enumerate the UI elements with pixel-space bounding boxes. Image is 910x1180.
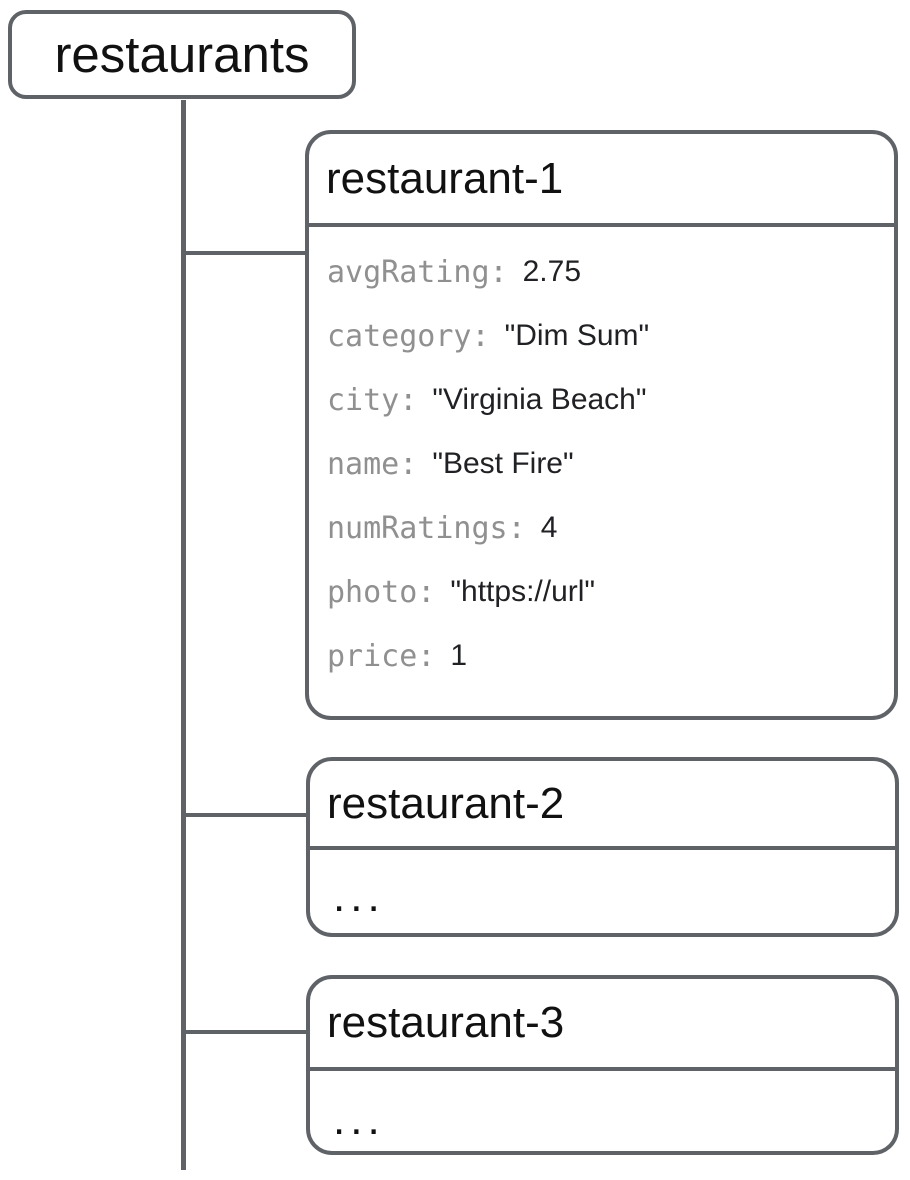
- document-header: restaurant-3: [310, 979, 895, 1071]
- field-key: photo:: [327, 574, 436, 610]
- collapsed-fields-ellipsis: ...: [333, 1095, 385, 1144]
- field-key: category:: [327, 318, 490, 354]
- document-header: restaurant-1: [309, 134, 894, 227]
- field-value: "https://url": [450, 575, 596, 608]
- document-title: restaurant-2: [327, 778, 565, 828]
- document-card-restaurant-1: restaurant-1 avgRating: 2.75 category: "…: [305, 130, 898, 720]
- field-key: avgRating:: [327, 254, 508, 290]
- collapsed-fields-ellipsis: ...: [333, 872, 385, 921]
- field-value: 1: [450, 639, 468, 672]
- field-row-price: price: 1: [327, 624, 884, 688]
- document-title: restaurant-1: [326, 153, 564, 203]
- document-title: restaurant-3: [327, 998, 565, 1047]
- branch-line-restaurant-2: [181, 813, 308, 817]
- document-fields: avgRating: 2.75 category: "Dim Sum" city…: [309, 227, 894, 688]
- field-value: "Best Fire": [432, 447, 574, 480]
- field-row-numratings: numRatings: 4: [327, 496, 884, 560]
- field-value: "Dim Sum": [504, 319, 650, 352]
- field-row-category: category: "Dim Sum": [327, 304, 884, 368]
- field-key: price:: [327, 638, 436, 674]
- branch-line-restaurant-1: [181, 251, 307, 255]
- tree-trunk-line: [181, 100, 186, 1170]
- collection-node-restaurants: restaurants: [8, 10, 356, 99]
- field-value: 4: [540, 511, 558, 544]
- document-card-restaurant-3: restaurant-3 ...: [306, 975, 899, 1155]
- field-row-avgrating: avgRating: 2.75: [327, 240, 884, 304]
- field-row-city: city: "Virginia Beach": [327, 368, 884, 432]
- field-value: "Virginia Beach": [432, 383, 647, 416]
- field-row-photo: photo: "https://url": [327, 560, 884, 624]
- document-card-restaurant-2: restaurant-2 ...: [306, 757, 899, 937]
- collection-label: restaurants: [54, 26, 310, 83]
- branch-line-restaurant-3: [181, 1030, 308, 1034]
- document-header: restaurant-2: [310, 761, 895, 850]
- field-key: numRatings:: [327, 510, 526, 546]
- field-key: name:: [327, 446, 418, 482]
- field-row-name: name: "Best Fire": [327, 432, 884, 496]
- field-value: 2.75: [522, 255, 582, 288]
- field-key: city:: [327, 382, 418, 418]
